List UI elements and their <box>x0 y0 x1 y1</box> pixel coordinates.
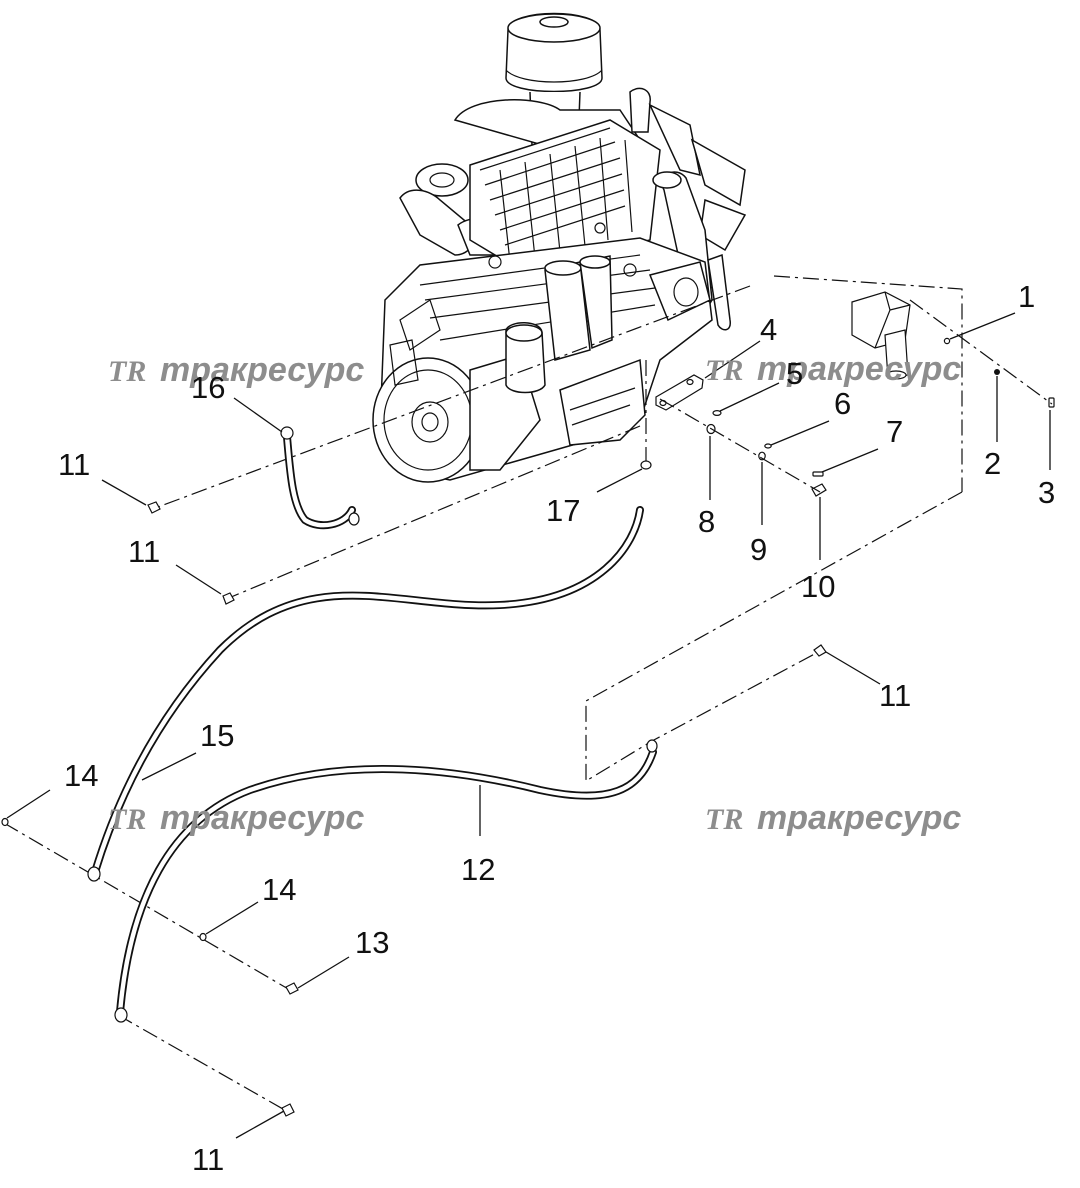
hose-12 <box>114 739 658 1023</box>
filter-housing <box>851 291 1055 408</box>
watermark-logo: TR <box>108 355 146 388</box>
callout-3: 3 <box>1038 475 1055 510</box>
hose-15 <box>87 460 652 882</box>
callout-16: 16 <box>191 370 225 405</box>
watermark-right-top: TR тракресурс <box>705 350 961 388</box>
callout-6: 6 <box>834 386 851 421</box>
callout-11-a: 11 <box>58 447 90 482</box>
callout-15: 15 <box>200 718 234 753</box>
fasteners <box>1 501 827 1117</box>
watermark-text: тракресурс <box>160 351 364 389</box>
callout-13: 13 <box>355 925 389 960</box>
callout-7: 7 <box>886 414 903 449</box>
callout-labels: 1 2 3 4 5 6 7 8 9 10 16 17 11 11 11 15 1… <box>58 279 1055 1177</box>
watermark-text: тракресурс <box>160 799 364 837</box>
callout-17: 17 <box>546 493 580 528</box>
callout-10: 10 <box>801 569 835 604</box>
watermark-text: тракресурс <box>757 350 961 388</box>
mount-plate <box>655 374 827 497</box>
callout-11-d: 11 <box>192 1142 224 1177</box>
watermark-logo: TR <box>705 803 743 836</box>
callout-11-c: 11 <box>879 678 911 713</box>
callout-14-b: 14 <box>262 872 296 907</box>
watermark-text: тракресурс <box>757 799 961 837</box>
engine-assembly <box>372 12 747 483</box>
hose-16 <box>280 426 360 530</box>
callout-4: 4 <box>760 312 777 347</box>
watermark-logo: TR <box>705 354 743 387</box>
callout-8: 8 <box>698 504 715 539</box>
watermark-left: TR тракресурс <box>108 351 364 389</box>
callout-9: 9 <box>750 532 767 567</box>
callout-5: 5 <box>786 356 803 391</box>
watermark-bottom-right: TR тракресурс <box>705 799 961 837</box>
callout-14-a: 14 <box>64 758 98 793</box>
watermark-bottom-left: TR тракресурс <box>108 799 364 837</box>
callout-11-b: 11 <box>128 534 160 569</box>
callout-12: 12 <box>461 852 495 887</box>
watermark-logo: TR <box>108 803 146 836</box>
leader-lines <box>6 312 1051 1139</box>
callout-1: 1 <box>1018 279 1035 314</box>
center-lines <box>3 275 1053 1114</box>
callout-2: 2 <box>984 446 1001 481</box>
